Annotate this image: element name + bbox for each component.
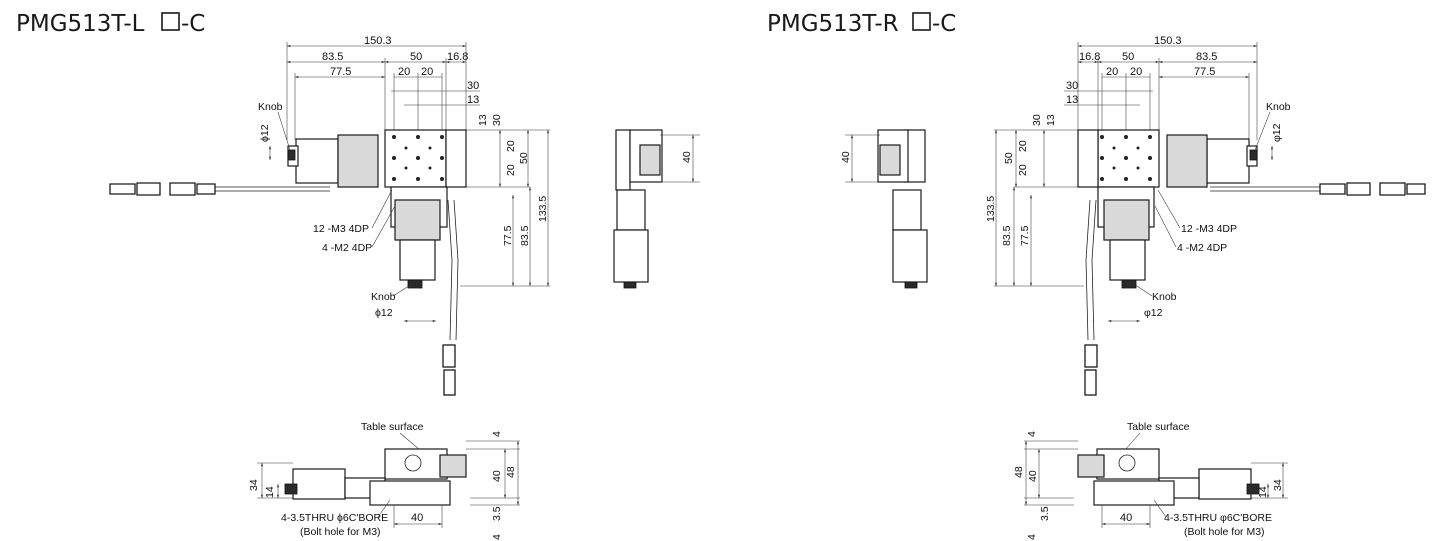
dim-side-40: 40 [840, 151, 852, 163]
dim-v50: 50 [518, 152, 530, 164]
dim-v83-5: 83.5 [1001, 225, 1013, 246]
label-table-surface: Table surface [1127, 421, 1190, 433]
dim-83-5: 83.5 [1196, 51, 1217, 63]
right-side-view: 40 [840, 129, 928, 289]
dim-v77-5: 77.5 [1019, 225, 1031, 246]
dim-total-width: 150.3 [1154, 35, 1182, 47]
dim-front-v14: 14 [1257, 486, 1269, 498]
label-holes-m3: 12 -M3 4DP [313, 223, 369, 235]
left-title: PMG513T-L -C [16, 11, 205, 37]
label-knob-top: Knob [258, 101, 283, 113]
right-top-view: 150.3 16.8 50 83.5 77.5 20 20 30 13 30 [985, 35, 1426, 396]
label-knob-bottom: Knob [371, 291, 396, 303]
label-holes-m3: 12 -M3 4DP [1181, 223, 1237, 235]
dim-knob-top: ϕ12 [259, 124, 271, 142]
dim-16-8: 16.8 [1079, 51, 1100, 63]
dim-front-v34: 34 [248, 479, 260, 491]
label-bolt-sub: (Bolt hole for M3) [300, 526, 381, 538]
dim-v133-5: 133.5 [537, 196, 549, 222]
label-knob-top: Knob [1266, 101, 1291, 113]
right-title: PMG513T-R -C [767, 11, 956, 37]
label-bolt-sub: (Bolt hole for M3) [1184, 526, 1265, 538]
dim-front-v4: 4 [491, 431, 503, 437]
left-title-suffix: -C [181, 11, 205, 37]
dim-front-v3-5: 3.5 [491, 506, 503, 521]
dim-20a: 20 [1106, 66, 1118, 78]
dim-v20a: 20 [505, 140, 517, 152]
dim-front-v48: 48 [505, 466, 517, 478]
dim-16-8: 16.8 [447, 51, 468, 63]
dim-front-v4b: 4 [491, 534, 503, 540]
dim-knob-top: φ12 [1271, 123, 1283, 142]
dim-v83-5: 83.5 [519, 225, 531, 246]
label-knob-bottom: Knob [1152, 291, 1177, 303]
left-top-view: 150.3 83.5 50 16.8 77.5 20 20 30 13 [109, 35, 550, 396]
dim-knob-bottom: ϕ12 [375, 307, 393, 319]
dim-v77-5: 77.5 [502, 225, 514, 246]
dim-v30: 30 [1031, 114, 1043, 126]
dim-v20a: 20 [1017, 140, 1029, 152]
dim-50: 50 [1122, 51, 1134, 63]
dim-30: 30 [467, 80, 479, 92]
dim-v13: 13 [1045, 114, 1057, 126]
dim-knob-bottom: φ12 [1144, 307, 1163, 319]
dim-20a: 20 [398, 66, 410, 78]
right-front-view: Table surface 4 48 40 3.5 4 34 14 40 4-3… [1013, 421, 1288, 540]
mount-holes [1100, 135, 1152, 181]
dim-v50: 50 [1003, 152, 1015, 164]
left-title-prefix: PMG513T-L [16, 11, 145, 37]
dim-v20b: 20 [1017, 164, 1029, 176]
dim-front-v4: 4 [1026, 431, 1038, 437]
dim-v133-5: 133.5 [985, 196, 997, 222]
dim-83-5: 83.5 [322, 51, 343, 63]
left-side-view: 40 [613, 129, 700, 289]
right-title-prefix: PMG513T-R [767, 11, 899, 37]
dim-30: 30 [1066, 80, 1078, 92]
dim-front-v40: 40 [491, 470, 503, 482]
dim-front-v14: 14 [264, 486, 276, 498]
dim-side-40: 40 [681, 151, 693, 163]
dim-front-v40: 40 [1027, 470, 1039, 482]
title-box-icon [161, 12, 180, 31]
dim-13: 13 [467, 94, 479, 106]
dim-13: 13 [1066, 94, 1078, 106]
label-holes-m2: 4 -M2 4DP [322, 242, 372, 254]
label-holes-m2: 4 -M2 4DP [1177, 242, 1227, 254]
dim-v13: 13 [477, 114, 489, 126]
dim-front-v3-5: 3.5 [1039, 506, 1051, 521]
dim-20b: 20 [421, 66, 433, 78]
dim-front-h40: 40 [411, 512, 423, 524]
dim-front-h40: 40 [1120, 512, 1132, 524]
title-box-icon [912, 12, 931, 31]
dim-front-v4b: 4 [1026, 534, 1038, 540]
left-front-view: Table surface 4 40 48 3.5 4 34 14 40 4-3… [248, 421, 520, 540]
label-table-surface: Table surface [361, 421, 424, 433]
dim-77-5: 77.5 [1194, 66, 1215, 78]
dim-front-v34: 34 [1272, 479, 1284, 491]
right-title-suffix: -C [932, 11, 956, 37]
label-bolt-note: 4-3.5THRU ϕ6C'BORE [281, 512, 388, 524]
dim-50: 50 [410, 51, 422, 63]
dim-77-5: 77.5 [330, 66, 351, 78]
label-bolt-note: 4-3.5THRU φ6C'BORE [1164, 512, 1272, 524]
dim-20b: 20 [1130, 66, 1142, 78]
dim-v20b: 20 [505, 164, 517, 176]
mount-holes [392, 135, 444, 181]
dim-total-width: 150.3 [364, 35, 392, 47]
dim-v30: 30 [491, 114, 503, 126]
dim-front-v48: 48 [1013, 466, 1025, 478]
